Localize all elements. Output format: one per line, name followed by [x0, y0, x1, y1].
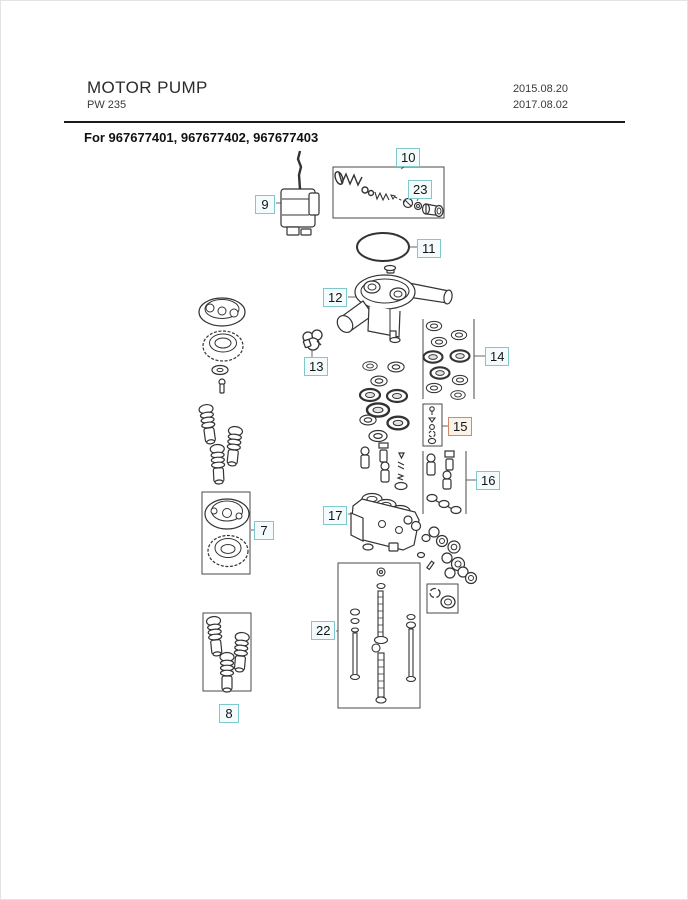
check-valve-kit-parts — [426, 450, 462, 515]
page-title: MOTOR PUMP — [87, 78, 208, 97]
region-10-frame — [332, 166, 445, 219]
callout-8[interactable]: 8 — [219, 704, 239, 723]
callout-13[interactable]: 13 — [304, 357, 329, 376]
region-15-frame — [422, 403, 443, 447]
small-hardware-kit-parts — [427, 406, 437, 445]
seal-kit-parts — [422, 320, 471, 400]
piston-spring-group — [197, 403, 244, 485]
piston-kit-parts — [205, 615, 251, 693]
applies-to-models: For 967677401, 967677402, 967677403 — [84, 130, 319, 145]
revision-dates: 2015.08.20 2017.08.02 — [431, 81, 568, 113]
callout-12[interactable]: 12 — [323, 288, 348, 307]
callout-22[interactable]: 22 — [311, 621, 336, 640]
callout-7[interactable]: 7 — [254, 521, 274, 540]
callout-14[interactable]: 14 — [485, 347, 510, 366]
bolt-kit-parts — [349, 567, 417, 704]
model-number: PW 235 — [87, 99, 127, 111]
fitting-box-frame — [426, 583, 459, 614]
callout-17[interactable]: 17 — [323, 506, 348, 525]
callout-16[interactable]: 16 — [476, 471, 501, 490]
outlet-valve-cluster — [403, 515, 478, 585]
fitting-kit-parts — [429, 587, 456, 609]
wobble-plate-kit-parts — [204, 498, 250, 568]
callout-23[interactable]: 23 — [408, 180, 433, 199]
head-oring-part — [356, 232, 410, 262]
revision-date-1: 2015.08.20 — [512, 83, 568, 95]
callout-9[interactable]: 9 — [255, 195, 275, 214]
revision-date-2: 2017.08.02 — [512, 99, 568, 111]
callout-10[interactable]: 10 — [396, 148, 421, 167]
manifold-body-part — [350, 492, 420, 552]
plunger-parts — [360, 442, 408, 491]
callout-15[interactable]: 15 — [448, 417, 473, 436]
pump-head-part — [336, 264, 453, 344]
header-divider — [64, 121, 625, 123]
region-22-frame — [337, 562, 421, 709]
unloader-valve-kit-parts — [334, 171, 444, 218]
region-7-frame — [201, 491, 251, 575]
piston-seals-stack — [358, 361, 410, 443]
callout-11[interactable]: 11 — [417, 239, 441, 258]
thermal-valve-part — [302, 329, 323, 351]
pressure-switch-part — [280, 150, 320, 236]
cam-gear-stack — [198, 297, 246, 394]
region-16-bracket — [422, 451, 467, 514]
